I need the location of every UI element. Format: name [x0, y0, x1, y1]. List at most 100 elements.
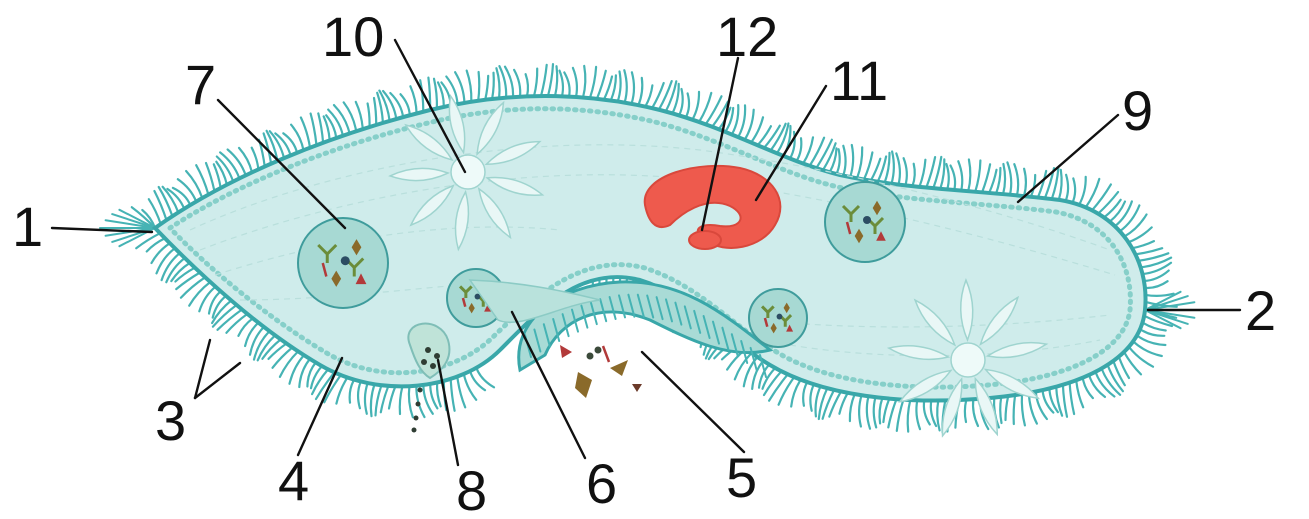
cilium [555, 66, 557, 96]
cilium [1145, 281, 1168, 288]
cilium [989, 170, 996, 193]
cilium [958, 161, 962, 190]
cilium [896, 153, 900, 184]
food-particle [575, 372, 592, 398]
cilium [797, 138, 802, 161]
cilium [810, 384, 814, 411]
cilium [1007, 162, 1011, 194]
cilium [745, 110, 754, 140]
cilium [434, 79, 437, 109]
cilium [311, 114, 317, 146]
cilium [467, 71, 472, 102]
cilium [176, 273, 200, 290]
cilium [1066, 175, 1068, 201]
cilium [692, 92, 699, 120]
cilium [1022, 394, 1025, 425]
cilium [1119, 357, 1129, 378]
cilium [371, 384, 375, 416]
vacuole-center [951, 343, 985, 377]
cilium [206, 163, 215, 191]
label-6: 6 [586, 452, 617, 515]
cilium [1014, 164, 1018, 195]
cilium [839, 393, 847, 414]
cilium [897, 400, 904, 431]
cilium [803, 137, 813, 163]
cilium [400, 386, 403, 414]
cilium [1014, 395, 1015, 424]
cilium [769, 374, 788, 400]
food-particle [595, 347, 602, 354]
cilium [457, 377, 465, 408]
cilium [291, 125, 303, 151]
cilium [645, 85, 652, 106]
cilium [464, 374, 476, 400]
cilium [965, 400, 966, 422]
cilium [245, 323, 258, 346]
cilium [937, 401, 939, 431]
label-5: 5 [726, 446, 757, 509]
cilium [679, 89, 683, 115]
cilium [496, 68, 499, 98]
cilium [638, 78, 642, 105]
label-12: 12 [716, 5, 778, 68]
label-8: 8 [456, 459, 487, 519]
cilium [867, 396, 870, 428]
cilium [912, 164, 914, 186]
cilium [951, 166, 956, 191]
cilium [1024, 169, 1026, 196]
cilium [1132, 241, 1154, 248]
cilium [560, 71, 563, 97]
label-11: 11 [830, 49, 888, 112]
cilium [534, 69, 537, 97]
leader-4 [298, 358, 342, 455]
cilium [686, 93, 689, 117]
cilium [850, 145, 853, 177]
food-particle [632, 384, 642, 392]
cilium [908, 400, 911, 432]
cilium [1070, 383, 1075, 414]
cilium [1098, 192, 1118, 214]
cilium [975, 161, 980, 192]
cilium [904, 158, 907, 185]
cilium [874, 397, 876, 427]
cilium [946, 164, 948, 190]
cilium [437, 383, 441, 407]
cilium [919, 160, 925, 187]
cilium [859, 395, 861, 426]
cilium [883, 399, 889, 422]
cilium [857, 147, 862, 178]
cilium [1092, 184, 1111, 210]
cilium [381, 386, 389, 412]
cilium [175, 268, 195, 282]
cilium [154, 191, 166, 220]
food-particle [610, 360, 628, 376]
cilium [892, 152, 894, 184]
cilium [843, 146, 845, 176]
cilium [1138, 253, 1168, 260]
cilium [451, 379, 455, 411]
cilium [186, 171, 202, 198]
food-vacuole-7 [298, 218, 388, 308]
cilium [1128, 227, 1151, 242]
label-4: 4 [278, 449, 309, 512]
cilium [389, 386, 395, 408]
cilium [420, 80, 423, 112]
micronucleus [689, 231, 721, 249]
cilium [1072, 178, 1075, 202]
cilium [344, 102, 357, 131]
cilium [350, 380, 354, 403]
cilium [590, 67, 596, 98]
cilium [764, 126, 780, 148]
cilium [982, 164, 990, 192]
cilium [374, 98, 376, 125]
cilium [864, 152, 873, 179]
cilium [816, 140, 832, 168]
cilium [850, 394, 855, 421]
cilium [365, 383, 368, 414]
cilium [931, 401, 936, 427]
cilium [478, 72, 479, 101]
cilium [791, 380, 801, 407]
cilium [764, 371, 781, 395]
label-10: 10 [322, 5, 384, 68]
label-3: 3 [155, 389, 186, 452]
